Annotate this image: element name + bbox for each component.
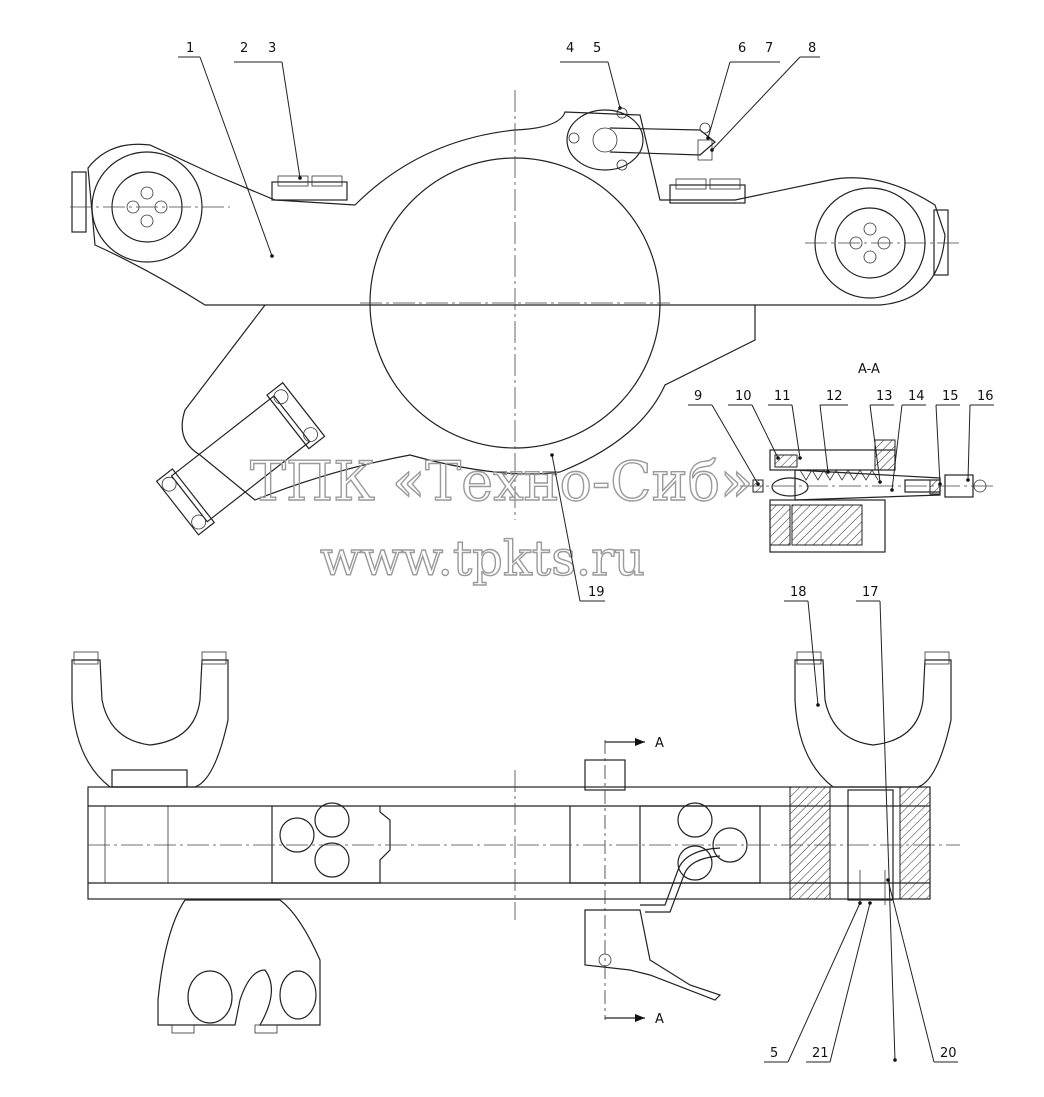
callout-label: 7 <box>765 41 773 56</box>
leader-line <box>967 404 971 481</box>
leader-dot <box>893 1058 897 1062</box>
section-a-a <box>740 439 995 553</box>
leader-line <box>199 56 273 257</box>
leader-dot <box>878 480 882 484</box>
callout-label: 12 <box>826 389 843 404</box>
leader-dot <box>618 106 622 110</box>
leader-line <box>751 404 779 459</box>
callout-label: 13 <box>876 389 893 404</box>
callout-label: 16 <box>977 389 994 404</box>
leader-dot <box>890 488 894 492</box>
leader-dot <box>798 456 802 460</box>
callout-label: 20 <box>940 1046 957 1061</box>
leader-dot <box>706 136 710 140</box>
callout-label: 21 <box>812 1046 829 1061</box>
callout-label: 6 <box>738 41 746 56</box>
callout-label: 9 <box>694 389 702 404</box>
watermark-line2: www.tpkts.ru <box>320 531 645 587</box>
leader-line <box>281 61 301 179</box>
callout-label: 5 <box>770 1046 778 1061</box>
leader-line <box>819 404 829 473</box>
leader-dot <box>868 901 872 905</box>
callout-label: 1 <box>186 41 194 56</box>
leader-line <box>711 56 801 151</box>
leader-dot <box>938 482 942 486</box>
leader-dot <box>816 703 820 707</box>
leader-line <box>879 600 896 1061</box>
callout-label: 15 <box>942 389 959 404</box>
leader-line <box>935 404 941 485</box>
leader-dot <box>756 482 760 486</box>
callout-labels: 1 2 3 4 5 6 7 8 9 10 11 12 13 14 15 16 1… <box>186 41 994 1061</box>
callout-label: 17 <box>862 585 879 600</box>
leader-dot <box>858 901 862 905</box>
leader-line <box>791 404 801 459</box>
callout-label: 3 <box>268 41 276 56</box>
callout-label: 5 <box>593 41 601 56</box>
callout-label: 14 <box>908 389 925 404</box>
leader-line <box>607 61 621 109</box>
watermark-line1: ТПК «Техно-Сиб» <box>250 450 753 513</box>
spring <box>799 469 879 481</box>
leader-line <box>707 61 731 139</box>
top-view-balance-beam <box>70 90 960 536</box>
leader-line <box>829 902 871 1063</box>
section-mark-top: A <box>655 736 664 751</box>
leader-line <box>887 879 935 1063</box>
leader-line <box>787 902 861 1063</box>
callout-label: 4 <box>566 41 574 56</box>
leader-line <box>711 404 759 485</box>
leader-dot <box>886 878 890 882</box>
callout-label: 10 <box>735 389 752 404</box>
bottom-view-balance-beam <box>71 651 960 1034</box>
watermark: ТПК «Техно-Сиб» www.tpkts.ru <box>249 449 754 587</box>
leader-dot <box>826 470 830 474</box>
leader-line <box>891 404 903 491</box>
leader-line <box>869 404 881 483</box>
leader-line <box>551 454 581 602</box>
leader-dot <box>550 453 554 457</box>
leader-dot <box>966 478 970 482</box>
leader-dot <box>776 456 780 460</box>
callout-leaders <box>178 56 994 1063</box>
leader-dot <box>270 254 274 258</box>
section-title: A-A <box>858 362 880 377</box>
callout-label: 2 <box>240 41 248 56</box>
leader-dot <box>298 176 302 180</box>
callout-label: 19 <box>588 585 605 600</box>
section-mark-bottom: A <box>655 1012 664 1027</box>
callout-label: 8 <box>808 41 816 56</box>
callout-label: 18 <box>790 585 807 600</box>
callout-label: 11 <box>774 389 791 404</box>
leader-dot <box>710 148 714 152</box>
leader-line <box>807 600 819 706</box>
